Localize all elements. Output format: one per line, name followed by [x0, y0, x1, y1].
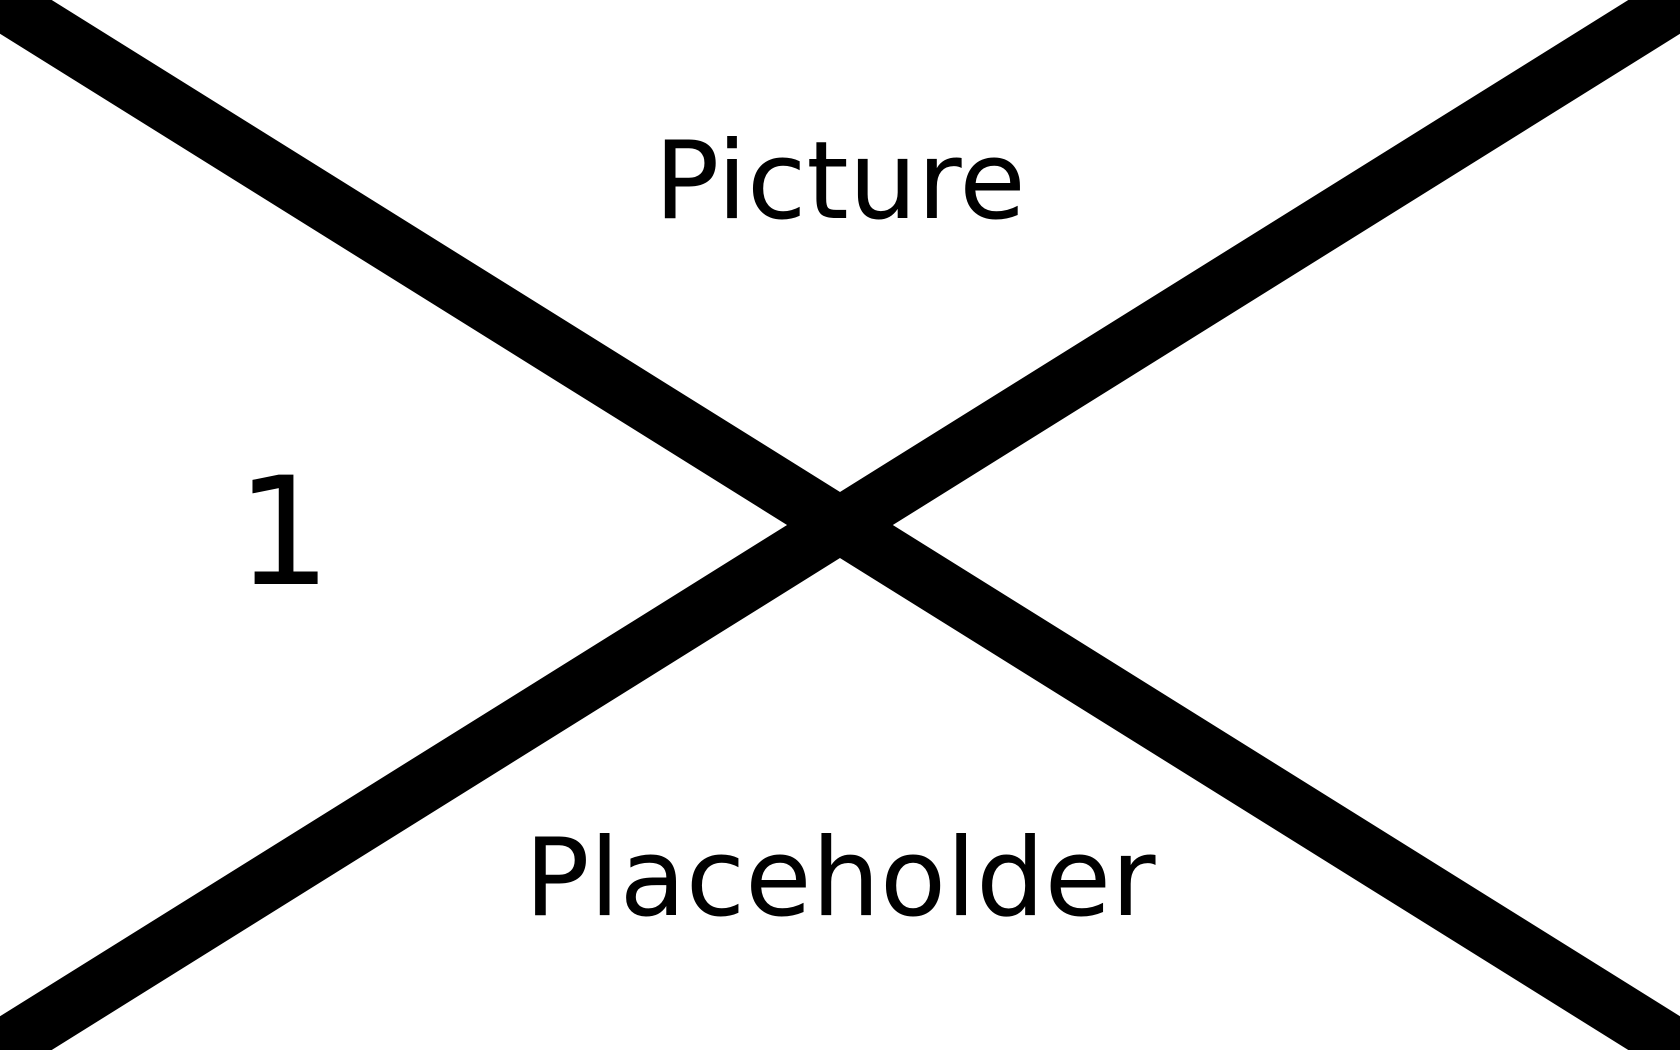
placeholder-bottom-label: Placeholder — [524, 816, 1156, 941]
placeholder-top-label: Picture — [654, 119, 1026, 244]
placeholder-number-label: 1 — [236, 446, 332, 620]
